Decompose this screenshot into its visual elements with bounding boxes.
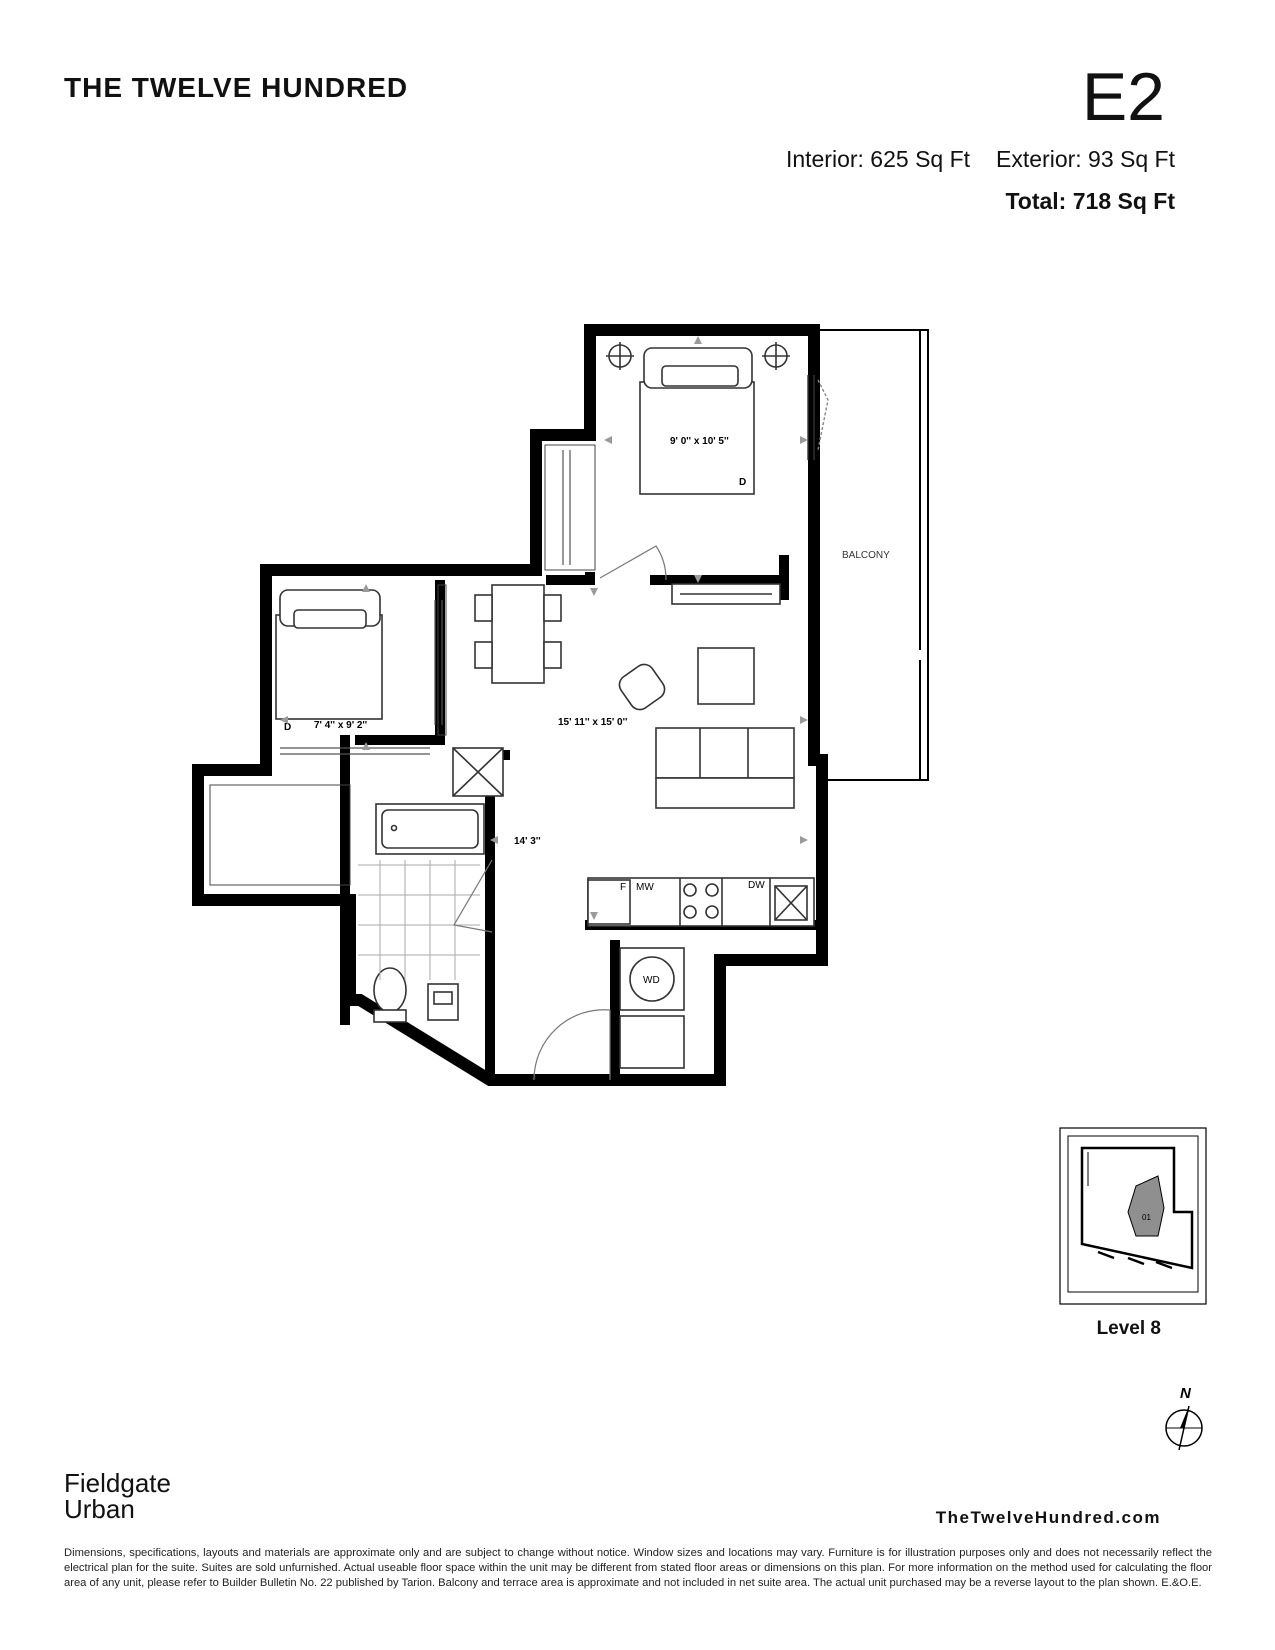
compass: N — [1165, 1385, 1203, 1451]
dishwasher-label: DW — [748, 880, 765, 891]
cooktop — [683, 883, 697, 897]
north-label: N — [1180, 1385, 1192, 1402]
door-swing-entry — [533, 1009, 611, 1081]
developer-line-1: Fieldgate — [64, 1468, 171, 1498]
total-area: Total: 718 Sq Ft — [1005, 188, 1175, 214]
disclaimer-text: Dimensions, specifications, layouts and … — [64, 1547, 1212, 1589]
fridge-label: F — [620, 882, 626, 893]
closet-storage — [209, 784, 351, 886]
dining-table — [491, 584, 545, 684]
closet-second-bedroom — [437, 584, 447, 736]
living-dims: 15' 11'' x 15' 0'' — [558, 717, 627, 728]
unit-marker: 01 — [1142, 1213, 1151, 1222]
washer-dryer-label: WD — [643, 975, 660, 986]
project-title: THE TWELVE HUNDRED — [64, 72, 409, 103]
second-bedroom-dims: 7' 4'' x 9' 2'' — [314, 720, 367, 731]
unit-code: E2 — [1081, 59, 1165, 135]
developer-line-2: Urban — [64, 1494, 135, 1524]
door-swing-main-bedroom — [599, 545, 667, 581]
website-link[interactable]: TheTwelveHundred.com — [935, 1508, 1161, 1527]
developer-logo: Fieldgate Urban — [64, 1470, 171, 1522]
coffee-table — [697, 647, 755, 705]
key-plan: 01 — [1059, 1127, 1207, 1305]
armchair — [618, 663, 666, 711]
sofa — [655, 727, 795, 779]
closet-main-bedroom — [544, 444, 596, 571]
main-bedroom-dims: 9' 0'' x 10' 5'' — [670, 436, 729, 447]
balcony-outline — [818, 329, 929, 781]
door-swing-bath — [453, 859, 493, 933]
second-bed — [275, 614, 383, 720]
unit-highlight — [1127, 1175, 1165, 1237]
hall-dims: 14' 3'' — [514, 836, 541, 847]
laundry-shelf — [619, 1015, 685, 1069]
bath-tile-grid — [358, 860, 480, 980]
level-label: Level 8 — [1096, 1318, 1161, 1339]
exterior-wall — [192, 324, 828, 1086]
closet-tag-1: D — [739, 477, 746, 488]
floor-plan: BALCONY 9' 0'' x 10' 5'' D — [192, 324, 929, 1086]
microwave-label: MW — [636, 882, 654, 893]
balcony-label: BALCONY — [842, 550, 890, 561]
window-markers — [280, 336, 808, 920]
interior-area: Interior: 625 Sq Ft — [785, 146, 971, 172]
exterior-area: Exterior: 93 Sq Ft — [996, 146, 1175, 172]
area-summary: Interior: 625 Sq Ft Exterior: 93 Sq Ft — [760, 146, 1175, 173]
closet-tag-2: D — [284, 722, 291, 733]
toilet — [373, 967, 407, 1013]
